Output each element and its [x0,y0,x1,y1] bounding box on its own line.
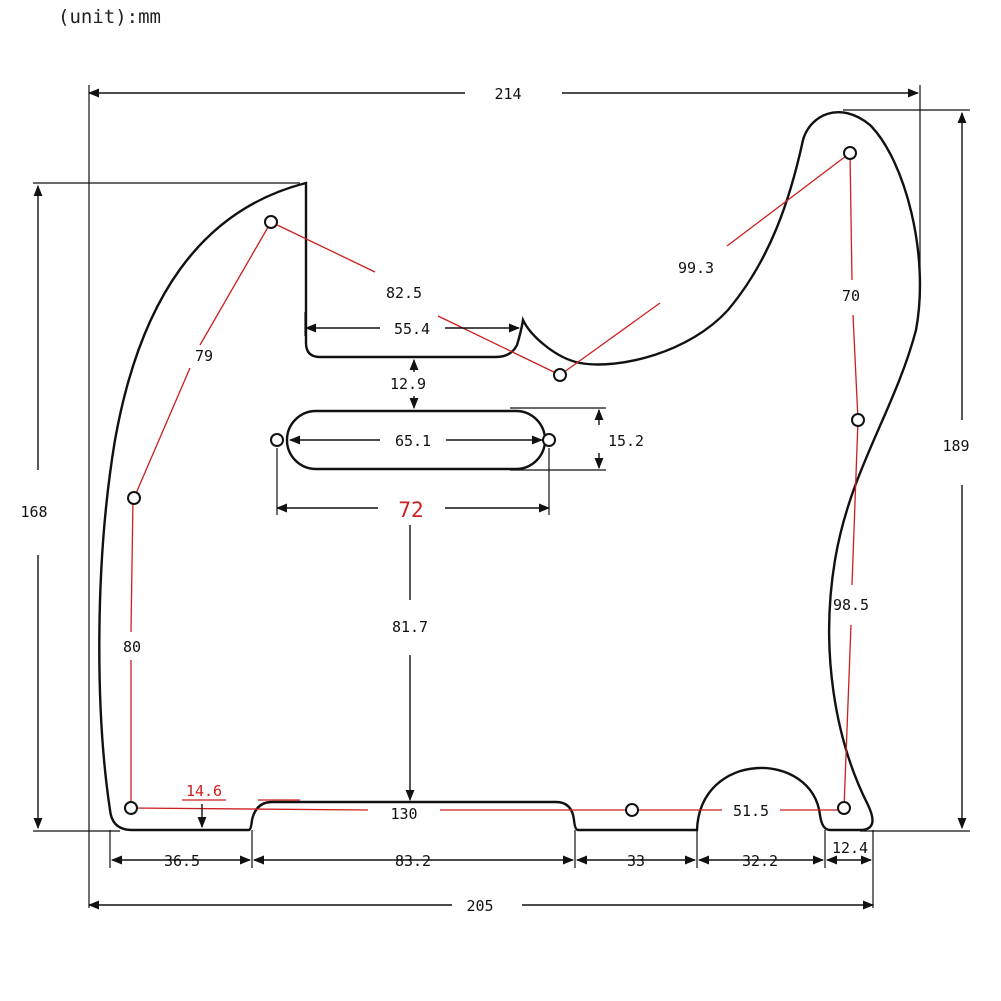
dim-top-width: 214 [494,85,521,103]
dist-99-3: 99.3 [678,259,714,277]
dim-bottom-cutout: 83.2 [395,852,431,870]
dim-neck-pocket: 55.4 [394,320,430,338]
dist-51-5: 51.5 [733,802,769,820]
screw-hole-left-bottom [124,801,138,815]
screw-holes [124,146,865,817]
extension-lines [33,85,970,908]
dim-right-height: 189 [942,437,969,455]
dim-pickup-to-bottom: 81.7 [392,618,428,636]
dim-screw-offset: 14.6 [186,782,222,800]
dist-82-5: 82.5 [386,284,422,302]
dim-left-height: 168 [20,503,47,521]
dimension-arrows [33,88,967,910]
dim-bottom-left: 36.5 [164,852,200,870]
screw-hole-right-mid [851,413,865,427]
dim-pickup-slot-length: 65.1 [395,432,431,450]
dim-pickup-screw-spacing: 72 [398,498,423,522]
dist-130: 130 [390,805,417,823]
unit-label: (unit):mm [58,6,161,28]
screw-hole-waist [553,368,567,382]
screw-hole-left-mid [127,491,141,505]
pickup-screw-right [542,433,556,447]
dim-pocket-to-pickup: 12.9 [390,375,426,393]
dim-pickup-slot-height: 15.2 [608,432,644,450]
dist-70: 70 [842,287,860,305]
dist-98-5: 98.5 [833,596,869,614]
dist-80: 80 [123,638,141,656]
dim-bottom-mid: 33 [627,852,645,870]
dim-bottom-width: 205 [466,897,493,915]
dim-bottom-arc: 32.2 [742,852,778,870]
screw-hole-horn [843,146,857,160]
screw-hole-left-top [264,215,278,229]
dist-79: 79 [195,347,213,365]
screw-distance-lines [130,152,859,811]
pickguard-outline [98,111,922,832]
screw-hole-bottom-mid [625,803,639,817]
pickup-screw-left [270,433,284,447]
dim-bottom-right: 12.4 [832,839,868,857]
screw-hole-right-bottom [837,801,851,815]
